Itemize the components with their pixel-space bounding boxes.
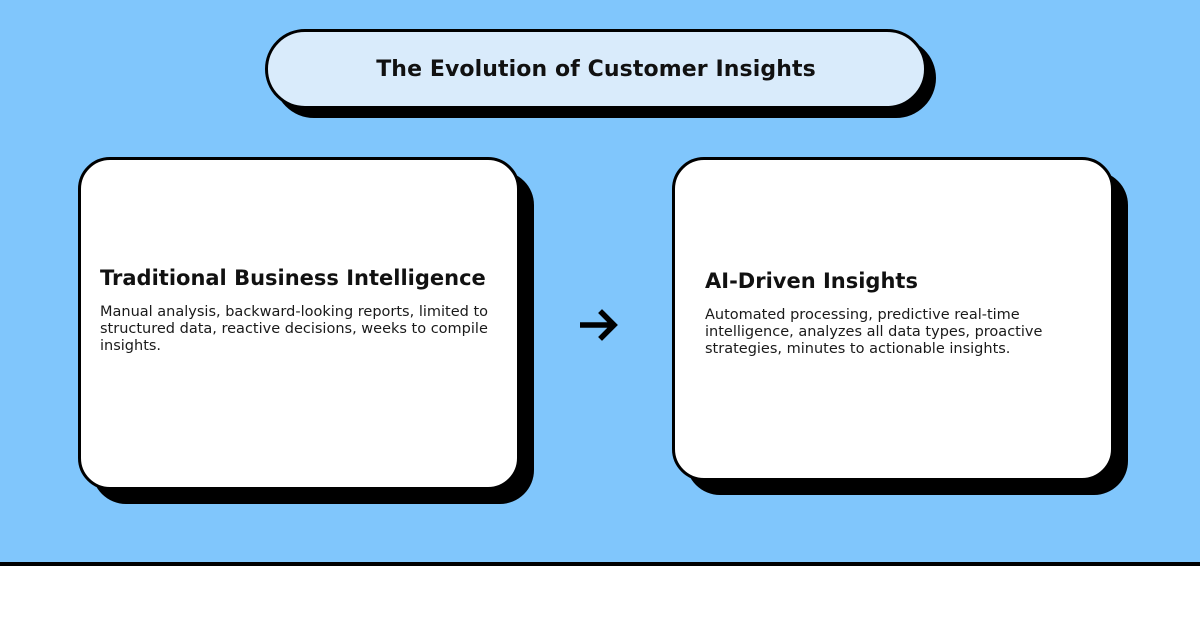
card-surface: Traditional Business Intelligence Manual… bbox=[78, 157, 520, 490]
card-content: Traditional Business Intelligence Manual… bbox=[100, 266, 498, 355]
footer-band bbox=[0, 566, 1200, 630]
title-banner: The Evolution of Customer Insights bbox=[265, 29, 936, 118]
slide-canvas: The Evolution of Customer Insights Tradi… bbox=[0, 0, 1200, 562]
card-traditional-bi: Traditional Business Intelligence Manual… bbox=[78, 157, 534, 504]
footer-divider bbox=[0, 562, 1200, 566]
title-banner-pill: The Evolution of Customer Insights bbox=[265, 29, 927, 109]
card-content: AI-Driven Insights Automated processing,… bbox=[705, 269, 1092, 358]
arrow-right-icon bbox=[572, 300, 632, 350]
page-title: The Evolution of Customer Insights bbox=[376, 56, 816, 82]
card-title: Traditional Business Intelligence bbox=[100, 266, 486, 290]
card-body-text: Manual analysis, backward-looking report… bbox=[100, 304, 489, 355]
card-body-text: Automated processing, predictive real-ti… bbox=[705, 307, 1043, 358]
card-surface: AI-Driven Insights Automated processing,… bbox=[672, 157, 1114, 481]
card-title: AI-Driven Insights bbox=[705, 269, 918, 293]
card-ai-driven-insights: AI-Driven Insights Automated processing,… bbox=[672, 157, 1128, 495]
